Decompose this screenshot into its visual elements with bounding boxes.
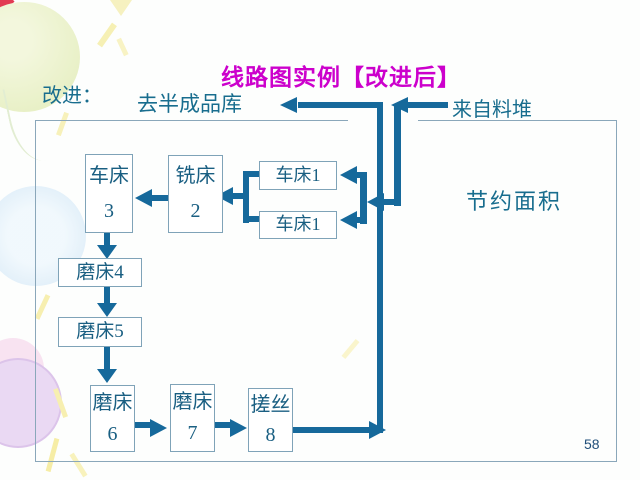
thread8-out-line (293, 427, 371, 433)
box-thread-roll-8-label-line1: 搓丝 (250, 394, 291, 416)
box-lathe-3-label-line1: 车床 (89, 164, 129, 187)
lathe3-down-line (104, 233, 110, 247)
box-mill-2-label-line1: 铣床 (175, 165, 216, 187)
box-grinder-5-label: 磨床5 (76, 321, 124, 343)
grinder4-down-arrowhead (97, 303, 117, 317)
box-grinder-4-label: 磨床4 (76, 261, 124, 283)
frame-top-gap (348, 119, 418, 123)
left-bracket-bottom-arm (249, 216, 260, 222)
label-saved-area: 节约面积 (466, 189, 563, 214)
grinder4-down-line (104, 287, 110, 305)
box-mill-2-label-line2: 2 (190, 200, 201, 222)
box-grinder-6-label-line1: 磨床 (92, 391, 133, 414)
decoration-yellow-triangle (110, 0, 132, 16)
grinder5-down-arrowhead (97, 369, 117, 383)
flow-down-line (394, 105, 401, 206)
box-mill-2: 铣床 2 (168, 155, 223, 233)
box-grinder-7-label-line2: 7 (187, 422, 198, 444)
right-bracket-top-arm (354, 172, 366, 178)
flow-up-line (377, 103, 383, 433)
grinder6-to-7-line (135, 422, 150, 428)
grinder6-to-7-arrowhead (150, 419, 167, 437)
mill2-to-lathe3-line (152, 195, 168, 201)
decoration-red-confetti (0, 0, 15, 14)
page-number: 58 (584, 436, 600, 452)
decoration-yellow-sparkle-top (97, 22, 117, 48)
box-lathe-3: 车床 3 (85, 154, 133, 233)
box-lathe-1-upper-label: 车床1 (275, 164, 321, 185)
box-thread-roll-8-label-line2: 8 (265, 424, 276, 446)
diagram-frame (35, 120, 617, 462)
feed-arrowhead (367, 193, 384, 211)
slide-title: 线路图实例【改进后】 (221, 64, 461, 90)
box-lathe-1-upper: 车床1 (259, 161, 337, 190)
to-warehouse-line (298, 102, 383, 108)
box-thread-roll-8: 搓丝 8 (248, 388, 293, 452)
feed-line (381, 199, 401, 205)
box-grinder-5: 磨床5 (58, 317, 142, 347)
label-from-pile: 来自料堆 (452, 99, 532, 121)
mill2-to-lathe3-arrowhead (135, 189, 152, 207)
label-improve: 改进： (42, 85, 102, 107)
grinder7-to-8-line (215, 422, 230, 428)
to-mill2-line (230, 193, 244, 199)
left-bracket-line (243, 171, 249, 223)
label-to-warehouse: 去半成品库 (137, 92, 242, 116)
box-lathe-3-label-line2: 3 (104, 199, 114, 222)
grinder5-down-line (104, 347, 110, 371)
right-bracket-bottom-arm (354, 217, 366, 223)
left-bracket-top-arm (249, 171, 260, 177)
decoration-yellow-sparkle-top2 (116, 37, 129, 57)
box-grinder-6-label-line2: 6 (107, 422, 118, 445)
lathe1-upper-in-arrowhead (340, 166, 357, 184)
grinder7-to-8-arrowhead (230, 419, 247, 437)
box-lathe-1-lower-label: 车床1 (275, 214, 321, 235)
to-warehouse-arrowhead (280, 97, 297, 113)
thread8-out-arrowhead (369, 421, 386, 439)
box-grinder-4: 磨床4 (58, 258, 142, 287)
box-grinder-7-label-line1: 磨床 (172, 391, 213, 413)
lathe3-down-arrowhead (97, 245, 117, 259)
box-lathe-1-lower: 车床1 (259, 211, 337, 239)
right-bracket-line (360, 172, 367, 224)
box-grinder-6: 磨床 6 (90, 385, 135, 452)
lathe1-lower-in-arrowhead (340, 211, 357, 229)
box-grinder-7: 磨床 7 (170, 384, 215, 452)
from-pile-line (405, 102, 448, 108)
